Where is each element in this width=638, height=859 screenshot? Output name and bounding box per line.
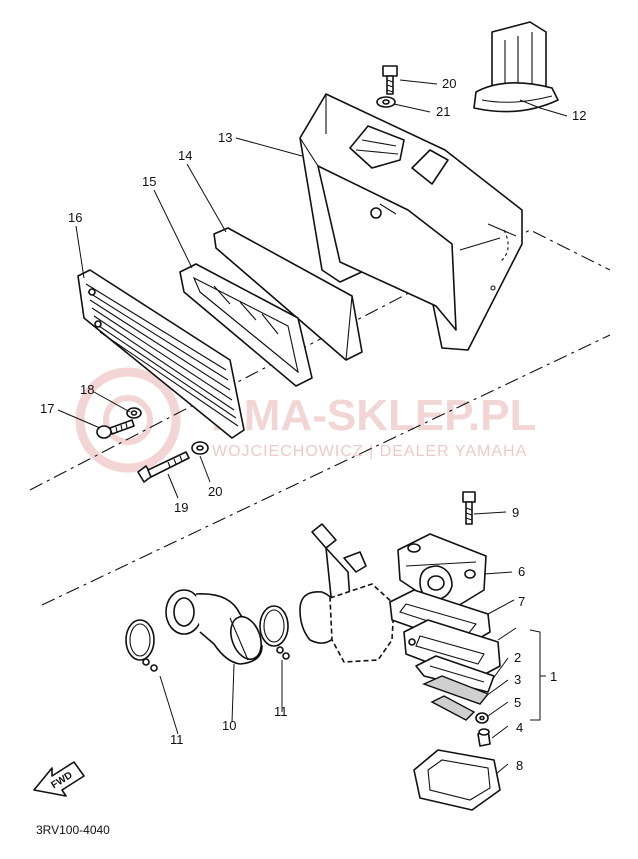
part-11-clamp-left: [125, 619, 158, 672]
part-14-filter-element: [213, 227, 363, 361]
part-17-screw: [96, 419, 135, 439]
carburetor: [299, 523, 395, 663]
callout-21: 20: [442, 76, 456, 91]
callout-22: 21: [436, 104, 450, 119]
watermark-logo-inner: [103, 395, 153, 445]
part-2-reed-plate: [415, 655, 495, 693]
callout-15: 15: [142, 174, 156, 189]
watermark-subtitle: WOJCIECHOWICZ | DEALER YAMAHA: [212, 443, 527, 460]
callout-3: 3: [514, 672, 521, 687]
part-9-bolt: [462, 491, 476, 525]
callout-16: 16: [68, 210, 82, 225]
fwd-arrow-icon: FWD: [33, 761, 85, 797]
section-divider: [29, 229, 611, 606]
callout-numbers: 20 21 12 13 14 15 16 18 17 19 20 9 6 7 2…: [40, 76, 586, 773]
leader-lines: [57, 79, 568, 775]
watermark: AMA-SKLEP.PL WOJCIECHOWICZ | DEALER YAMA…: [75, 367, 536, 473]
part-19-long-bolt: [137, 451, 190, 483]
callout-12: 12: [572, 108, 586, 123]
part-21-bolt: [382, 65, 398, 95]
part-22-washer: [376, 96, 396, 108]
part-12-intake-duct: [473, 21, 559, 113]
callout-19: 19: [174, 500, 188, 515]
callout-5: 5: [514, 695, 521, 710]
diagram-code: 3RV100-4040: [36, 823, 110, 837]
part-10-intake-joint: [165, 589, 263, 665]
part-11-clamp-right: [259, 605, 290, 660]
callout-20: 20: [208, 484, 222, 499]
part-18-washer: [126, 407, 142, 419]
callout-8: 8: [516, 758, 523, 773]
callout-14: 14: [178, 148, 192, 163]
part-1-reed-valve-assembly: [403, 619, 501, 681]
callout-2: 2: [514, 650, 521, 665]
part-15-filter-frame: [179, 263, 313, 387]
callout-11-right: 11: [274, 704, 288, 719]
callout-13: 13: [218, 130, 232, 145]
callout-10: 10: [222, 718, 236, 733]
callout-9: 9: [512, 505, 519, 520]
watermark-logo: [75, 367, 181, 473]
callout-17: 17: [40, 401, 54, 416]
callout-6: 6: [518, 564, 525, 579]
part-16-cover: [77, 269, 245, 439]
callout-1: 1: [550, 669, 557, 684]
part-13-air-filter-case: [299, 93, 523, 351]
part-5-screw: [430, 695, 489, 724]
part-20-washer: [191, 441, 209, 455]
part-4-fastener: [477, 728, 491, 747]
callout-7: 7: [518, 594, 525, 609]
callout-4: 4: [516, 720, 523, 735]
watermark-title: AMA-SKLEP.PL: [212, 391, 536, 440]
callout-11-left: 11: [170, 732, 184, 747]
part-8-gasket: [413, 749, 501, 811]
callout-18: 18: [80, 382, 94, 397]
